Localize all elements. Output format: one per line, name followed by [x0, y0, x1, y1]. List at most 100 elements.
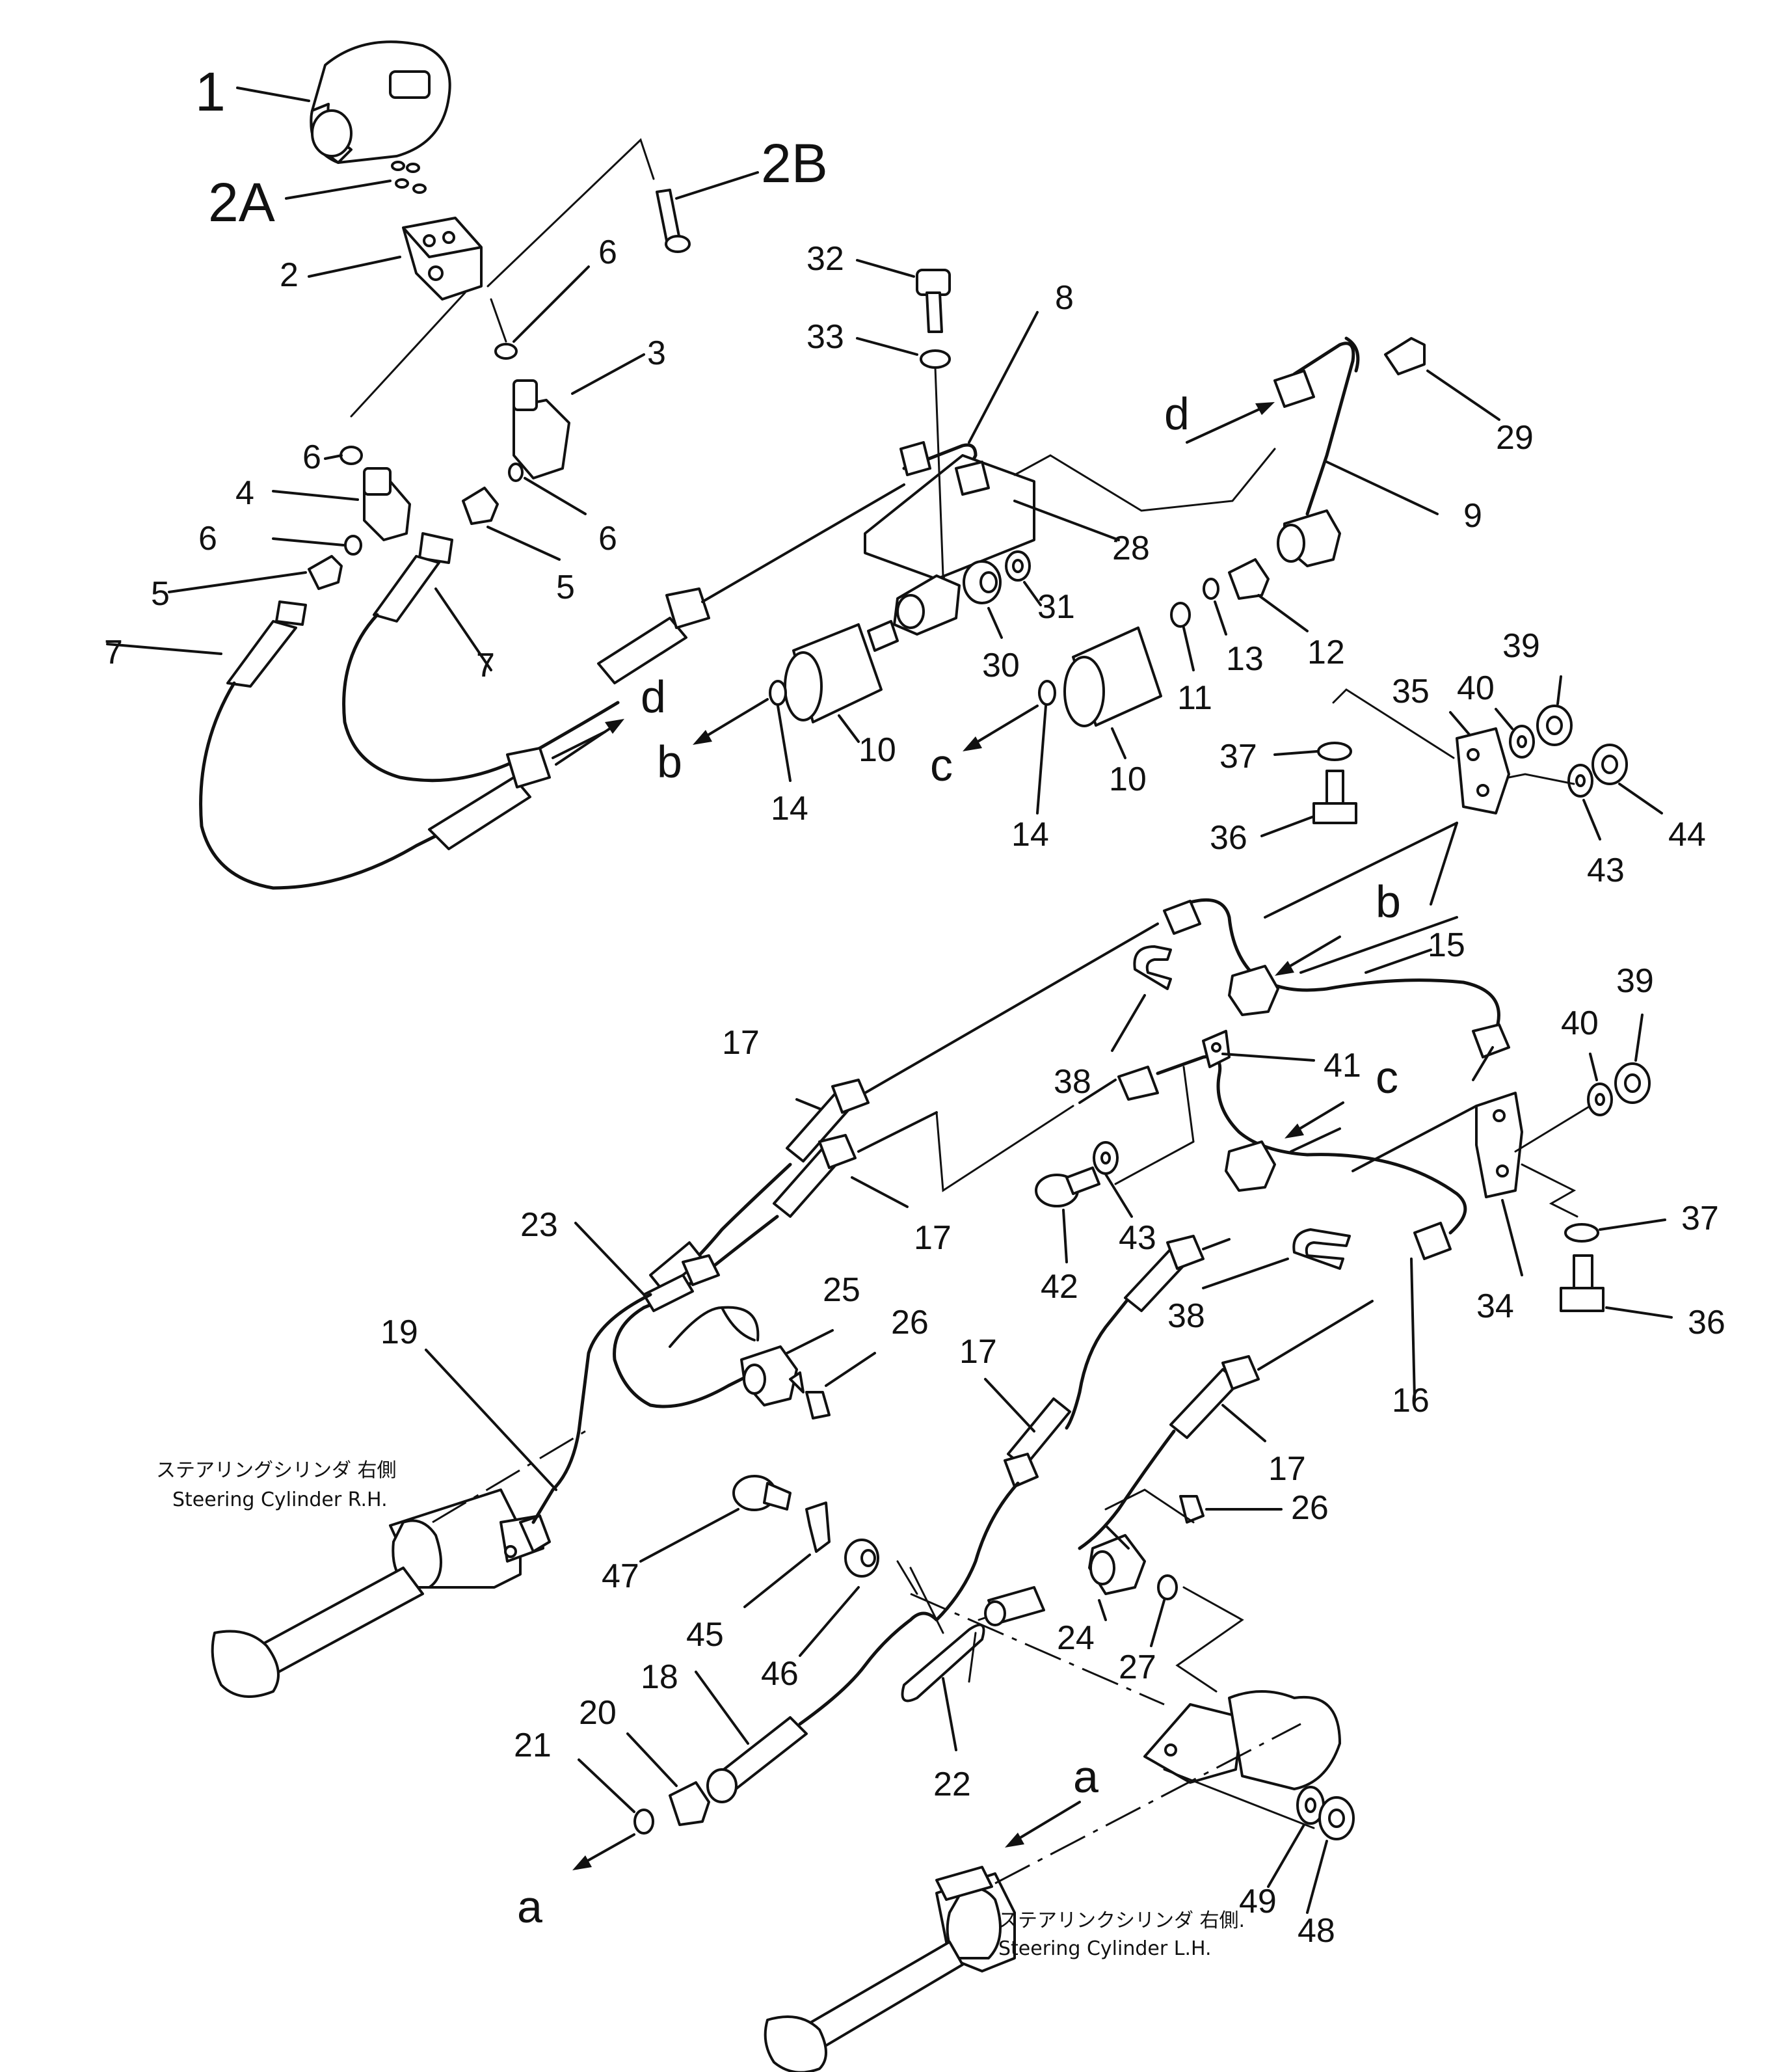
washer-part-31 [1005, 550, 1031, 582]
steering-valve-part-1 [310, 40, 451, 164]
connector-part-20 [669, 1781, 710, 1826]
connector-part-5-left [308, 555, 343, 590]
o-ring-part-21 [633, 1809, 654, 1835]
valve-block-part-2 [402, 217, 483, 301]
label-part-1: 1 [195, 61, 226, 122]
hose-part-18 [706, 1716, 808, 1803]
hose-fitting-part-7-left [226, 600, 307, 688]
label-part-22: 22 [933, 1766, 971, 1803]
flow-arrow-b-left [693, 698, 769, 745]
arrow-label-b-left: b [657, 736, 682, 787]
label-part-38-upper: 38 [1054, 1063, 1091, 1101]
label-part-27: 27 [1119, 1648, 1156, 1686]
o-ring-part-6-lower [344, 535, 362, 556]
valve-body-lower [893, 574, 961, 636]
hose-fitting-part-7-mid [373, 532, 453, 623]
steering-cylinder-rh [211, 1488, 551, 1698]
washer-part-40-upper [1509, 725, 1535, 759]
label-part-39-upper: 39 [1502, 627, 1540, 665]
hose-part-22 [901, 1623, 985, 1702]
label-part-15: 15 [1428, 926, 1465, 964]
label-part-3: 3 [647, 334, 666, 372]
nut-part-48 [1318, 1796, 1355, 1840]
bolt-part-36-upper [1312, 770, 1357, 824]
washer-part-40-lower [1587, 1083, 1613, 1116]
label-part-20: 20 [579, 1694, 617, 1732]
o-ring-part-6-right [508, 463, 524, 482]
arrow-label-b-right: b [1376, 876, 1401, 927]
label-part-6-left: 6 [302, 438, 321, 476]
label-part-5-left: 5 [151, 575, 170, 613]
label-part-30: 30 [982, 647, 1020, 684]
label-part-43-upper: 43 [1587, 852, 1625, 889]
washer-part-43-upper [1567, 764, 1593, 798]
hose-fitting-part-17-c [1004, 1397, 1071, 1488]
plug-part-26-lower [1179, 1495, 1205, 1524]
o-ring-part-6-left [340, 446, 363, 465]
hose-assembly-part-23 [642, 1163, 792, 1312]
clip-part-41 [1202, 1030, 1231, 1068]
label-part-35: 35 [1392, 673, 1430, 710]
label-part-17-d: 17 [1268, 1450, 1306, 1488]
label-part-12: 12 [1307, 634, 1345, 671]
label-part-16: 16 [1392, 1382, 1430, 1419]
label-part-45: 45 [686, 1616, 724, 1654]
label-part-26-lower: 26 [1291, 1489, 1329, 1527]
label-part-18: 18 [641, 1658, 678, 1696]
nut-part-30 [963, 560, 1002, 604]
bolt-part-36-lower [1560, 1254, 1605, 1312]
label-part-25: 25 [823, 1271, 860, 1309]
nut-part-39-upper [1536, 705, 1573, 746]
label-part-47: 47 [602, 1557, 639, 1595]
caption-rh-japanese: ステアリングシリンダ 右側 [156, 1459, 397, 1482]
pipe-part-16 [1117, 1055, 1467, 1260]
pipe-part-15 [1163, 898, 1510, 1058]
label-part-8: 8 [1055, 279, 1074, 317]
hose-fitting-mid [1124, 1235, 1205, 1312]
bracket-part-35 [1456, 727, 1510, 814]
label-part-37-lower: 37 [1681, 1200, 1719, 1237]
spacer-part-46 [844, 1539, 879, 1578]
seal-part-11 [1170, 602, 1191, 628]
pipe-part-9 [1273, 336, 1360, 567]
label-part-7-left: 7 [104, 634, 123, 671]
washer-part-37-upper [1317, 742, 1352, 761]
label-part-2A: 2A [208, 172, 275, 233]
label-part-42: 42 [1041, 1268, 1078, 1306]
steering-cylinder-lh [764, 1690, 1341, 2072]
nut-part-44 [1591, 744, 1628, 785]
part-number-labels: 1 2A 2B 2 6 3 6 4 6 6 5 5 7 7 32 33 8 29… [104, 61, 1725, 1950]
label-part-36-upper: 36 [1210, 819, 1247, 857]
label-part-17-c: 17 [959, 1333, 997, 1371]
label-part-6-lower: 6 [198, 520, 217, 558]
flow-arrow-a-left [572, 1833, 635, 1870]
washer-part-43-lower [1093, 1141, 1119, 1175]
label-part-11: 11 [1177, 679, 1212, 717]
coupler-part-10-right [1063, 626, 1162, 727]
bracket-part-34 [1475, 1092, 1523, 1198]
bolt-part-47 [732, 1475, 792, 1511]
washer-part-37-lower [1564, 1223, 1599, 1243]
label-part-6-right: 6 [598, 520, 617, 558]
o-ring-part-14-right [1038, 680, 1056, 706]
pipe-part-8 [899, 441, 978, 581]
nut-part-39-lower [1614, 1062, 1651, 1104]
label-part-34: 34 [1476, 1287, 1514, 1325]
plug-part-29 [1384, 337, 1426, 375]
o-ring-part-13 [1203, 578, 1219, 600]
arrow-label-a-right: a [1073, 1751, 1099, 1802]
label-part-10-right: 10 [1109, 760, 1147, 798]
label-part-5-right: 5 [556, 569, 575, 606]
label-part-29: 29 [1496, 419, 1534, 457]
label-part-19: 19 [380, 1313, 418, 1351]
elbow-fitting-part-4 [363, 467, 411, 541]
relief-valve-part-3 [513, 379, 570, 479]
flow-arrow-c-left [963, 705, 1039, 751]
plug-part-26-upper [805, 1391, 831, 1419]
label-part-46: 46 [761, 1655, 799, 1693]
arrow-label-d-top: d [1164, 388, 1190, 439]
label-part-23: 23 [520, 1206, 558, 1244]
label-part-7-mid: 7 [476, 647, 495, 684]
label-part-4: 4 [235, 474, 254, 512]
